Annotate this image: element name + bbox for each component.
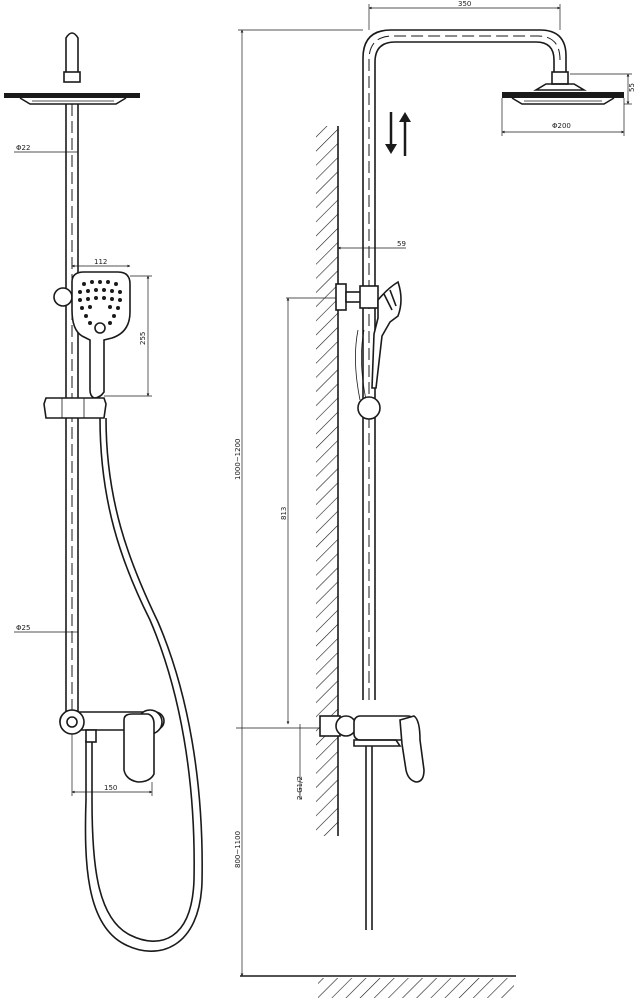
front-top-cap: [65, 32, 79, 72]
adjust-height-arrows: [385, 112, 411, 156]
front-rod-top-diameter-label: Φ22: [16, 144, 30, 152]
side-rod-clamp: [359, 285, 379, 309]
front-head-connector: [63, 71, 81, 83]
front-hand-shower: [71, 271, 131, 399]
wall-hatch: [316, 126, 338, 836]
side-head-connector: [551, 71, 569, 85]
front-mixer-lever: [123, 713, 155, 783]
side-mixer-eccentric: [335, 715, 357, 737]
front-view: Φ22 112 255 Φ25: [4, 32, 203, 952]
side-mixer-lever: [399, 715, 425, 783]
side-arm-centerline: [368, 35, 561, 700]
mixer-to-slider-label: 813: [280, 507, 288, 520]
front-slider-bracket: [43, 397, 107, 419]
side-slider-knob: [357, 396, 381, 420]
hand-shower-height-label: 255: [139, 332, 147, 345]
side-view: 350 55 Φ200 59: [234, 0, 636, 998]
mixer-width-label: 150: [104, 784, 117, 792]
front-hose-inner: [84, 417, 203, 952]
total-height-label: 1000~1200: [234, 439, 242, 481]
side-arm-outer: [362, 29, 567, 700]
side-arm-inner: [374, 41, 555, 700]
front-hose-outlet: [85, 729, 97, 743]
front-shower-head: [4, 93, 140, 98]
front-shower-head-base: [19, 97, 127, 105]
head-diameter-label: Φ200: [552, 122, 571, 130]
front-rod-bottom-diameter-label: Φ25: [16, 624, 30, 632]
front-hose-outer: [91, 417, 195, 942]
inlet-thread-label: 2-G1/2: [296, 776, 304, 800]
mixer-floor-height-label: 800~1100: [234, 831, 242, 868]
side-hand-shower: [371, 280, 402, 389]
side-shower-head: [502, 92, 624, 98]
head-height-label: 55: [628, 83, 636, 92]
front-hand-shower-nozzles: [78, 280, 122, 334]
floor-hatch: [318, 978, 514, 998]
arm-reach-label: 350: [458, 0, 471, 8]
hand-shower-width-label: 112: [94, 258, 107, 266]
rod-wall-offset-label: 59: [397, 240, 406, 248]
side-wall-bracket: [335, 283, 347, 311]
front-holder-knob: [53, 287, 73, 307]
